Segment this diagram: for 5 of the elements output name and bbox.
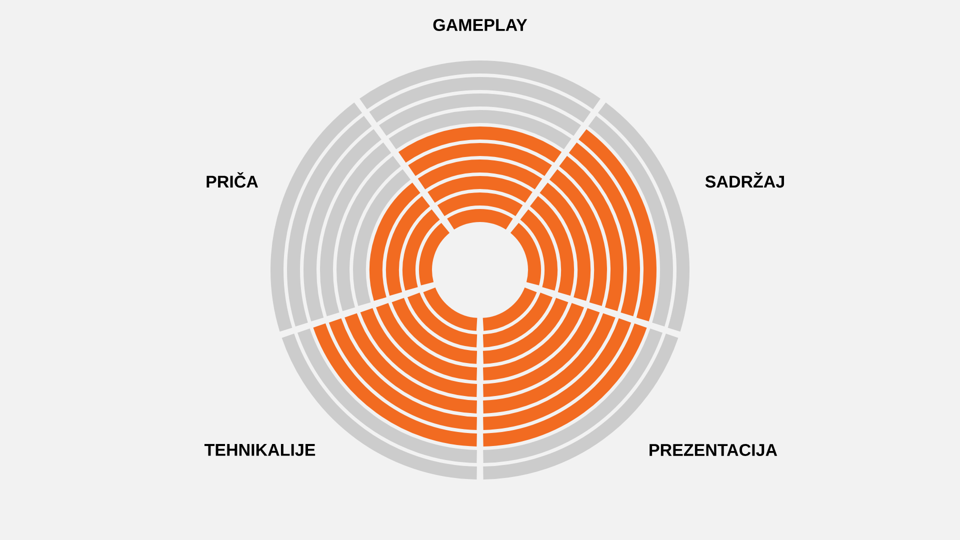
- category-label: PREZENTACIJA: [650, 444, 778, 456]
- category-label: PRIČA: [206, 172, 258, 188]
- category-label: SADRŽAJ: [705, 172, 784, 188]
- category-label: TEHNIKALIJE: [204, 444, 316, 456]
- category-label: GAMEPLAY: [433, 18, 528, 32]
